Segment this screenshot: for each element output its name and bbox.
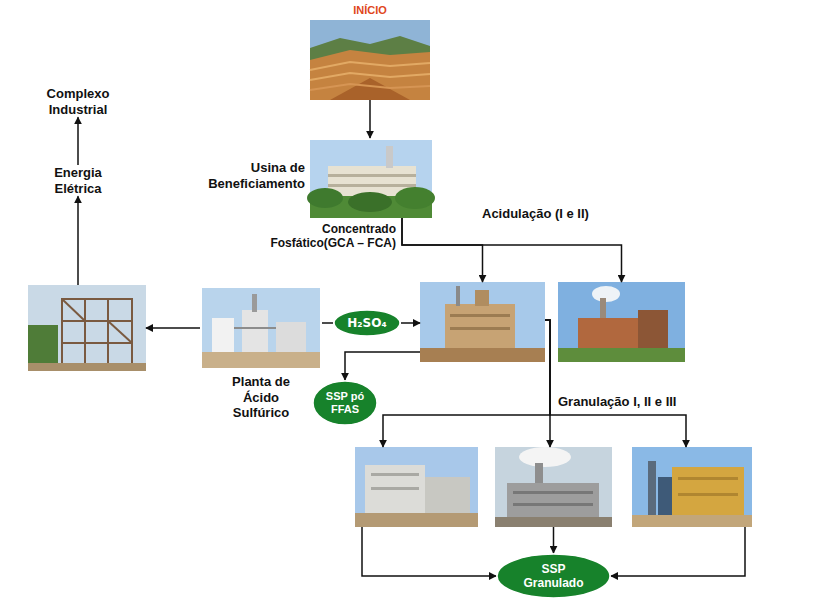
granulation-box: [495, 447, 612, 527]
flow-arrow: [545, 320, 686, 447]
flow-label: Acidulação (I e II): [482, 206, 632, 222]
granulation-box: [355, 447, 478, 527]
acidulation-photo: [558, 282, 685, 362]
node-text: INÍCIO: [310, 4, 430, 17]
flow-arrow: [553, 527, 555, 553]
product-ellipse: SSP Granulado: [496, 553, 611, 599]
mine-photo-box: INÍCIO: [310, 4, 430, 100]
flow-arrow: [401, 322, 420, 324]
flow-arrow: [322, 322, 333, 324]
node-text: H₂SO₄: [347, 316, 386, 330]
acidulation-box: [420, 282, 545, 362]
node-text: Complexo Industrial: [28, 86, 128, 117]
processing-plant-box: Usina de Beneficiamento: [180, 138, 432, 218]
flow-arrow: [77, 117, 79, 165]
ellipse-shape: [334, 310, 400, 336]
acidulation-photo: [420, 282, 545, 362]
node-text: Usina de Beneficiamento: [180, 160, 305, 191]
power-plant-photo: [28, 285, 146, 371]
flow-arrow: [611, 527, 745, 576]
power-plant-box: [28, 285, 146, 371]
sulfuric-acid-plant-photo: [202, 288, 320, 368]
ellipse-shape: [313, 381, 377, 425]
flow-arrow: [402, 218, 483, 282]
flow-arrow: [146, 327, 200, 329]
flow-label: Granulação I, II e III: [558, 394, 728, 410]
processing-plant-photo: [307, 140, 435, 218]
acidulation-box: [558, 282, 685, 362]
flow-arrow: [383, 320, 550, 447]
node-text: Energia Elétrica: [38, 165, 118, 196]
flow-arrow: [362, 527, 496, 576]
product-ellipse: SSP pó FFAS: [312, 380, 378, 426]
sulfuric-acid-plant-box: Planta de Ácido Sulfúrico: [200, 288, 322, 423]
node-text: SSP Granulado: [514, 562, 594, 591]
ellipse-shape: [497, 554, 610, 598]
flow-arrow: [369, 100, 371, 138]
granulation-photo: [632, 447, 752, 527]
flow-label: Concentrado Fosfático(GCA – FCA): [236, 222, 396, 251]
product-ellipse: H₂SO₄: [333, 309, 401, 337]
mine-photo: [310, 20, 430, 100]
node-text: Planta de Ácido Sulfúrico: [218, 374, 304, 421]
node-text: SSP pó FFAS: [323, 390, 367, 416]
flow-arrow: [402, 218, 622, 282]
granulation-photo: [355, 447, 478, 527]
flow-arrow: [77, 196, 79, 285]
granulation-box: [632, 447, 752, 527]
text-node: Complexo Industrial: [28, 86, 128, 117]
granulation-photo: [495, 447, 612, 527]
text-node: Energia Elétrica: [38, 165, 118, 196]
flow-arrow: [345, 352, 420, 380]
